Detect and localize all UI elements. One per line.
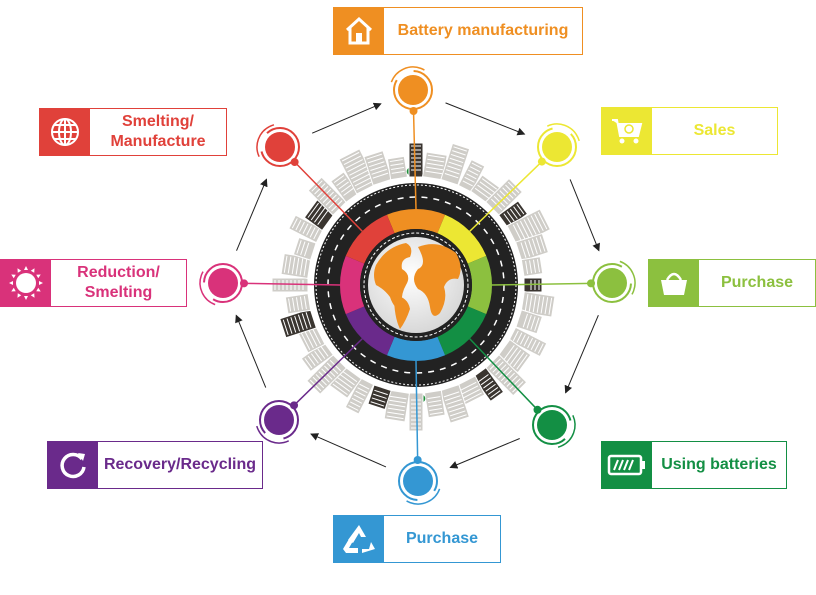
stage-label: Reduction/ Smelting: [77, 264, 160, 301]
refresh-icon: [48, 442, 98, 488]
ring-segment-sales: [437, 214, 487, 264]
recycle-icon: [334, 516, 384, 562]
battery-icon: [602, 442, 652, 488]
ring-segment-recovery-recycling: [345, 306, 395, 356]
stage-label: Purchase: [405, 530, 479, 547]
node-recovery-recycling[interactable]: [248, 389, 309, 450]
connector-purchase-2: [415, 360, 419, 461]
ring-segment-reduction-smelting: [340, 255, 365, 315]
globe-grid-icon: [40, 109, 90, 155]
node-sales[interactable]: [526, 116, 587, 177]
basket-icon: [649, 260, 699, 306]
connector-reduction-smelting: [243, 282, 341, 286]
stage-box-using-batteries: Using batteries: [601, 441, 787, 489]
node-using-batteries[interactable]: [521, 394, 582, 455]
ring-segment-using-batteries: [437, 306, 487, 356]
ring-segment-smelting-manufacture: [345, 214, 395, 264]
ring-segment-battery-manufacturing: [386, 209, 446, 234]
stage-box-purchase-1: Purchase: [648, 259, 816, 307]
node-battery-manufacturing[interactable]: [384, 61, 443, 120]
stage-label: Smelting/ Manufacture: [110, 113, 206, 150]
node-purchase-1[interactable]: [583, 254, 642, 313]
stage-label: Using batteries: [661, 456, 777, 473]
flow-arrow: [310, 433, 387, 468]
stage-box-battery-manufacturing: Battery manufacturing: [333, 7, 583, 55]
flow-arrow: [449, 438, 520, 469]
flow-arrow: [569, 179, 600, 252]
shopping-cart-recycle-icon: [602, 108, 652, 154]
flow-arrow: [445, 102, 526, 136]
factory-house-icon: [334, 8, 384, 54]
stage-box-recovery-recycling: Recovery/Recycling: [47, 441, 263, 489]
connector-sales: [469, 161, 543, 232]
stage-box-purchase-2: Purchase: [333, 515, 501, 563]
node-purchase-2[interactable]: [389, 452, 448, 511]
stage-label: Recovery/Recycling: [103, 456, 257, 473]
stage-box-reduction-smelting: Reduction/ Smelting: [0, 259, 187, 307]
connector-battery-manufacturing: [412, 110, 417, 210]
connector-purchase-1: [491, 282, 592, 286]
connector-recovery-recycling: [293, 338, 363, 406]
flow-arrow: [564, 315, 599, 394]
stage-label: Battery manufacturing: [397, 22, 569, 39]
connector-smelting-manufacture: [294, 161, 363, 232]
node-smelting-manufacture[interactable]: [249, 116, 310, 177]
stage-box-smelting-manufacture: Smelting/ Manufacture: [39, 108, 227, 156]
stage-box-sales: Sales: [601, 107, 778, 155]
stage-label: Purchase: [720, 274, 794, 291]
flow-arrow: [236, 178, 268, 251]
ring-segment-purchase-1: [467, 255, 492, 315]
flow-arrow: [311, 102, 382, 134]
sun-icon: [1, 260, 51, 306]
connector-using-batteries: [469, 338, 539, 411]
globe-icon: [368, 237, 464, 333]
flow-arrow: [235, 314, 267, 388]
stage-label: Sales: [693, 122, 736, 139]
node-reduction-smelting[interactable]: [194, 254, 253, 313]
ring-segment-purchase-2: [386, 336, 446, 362]
